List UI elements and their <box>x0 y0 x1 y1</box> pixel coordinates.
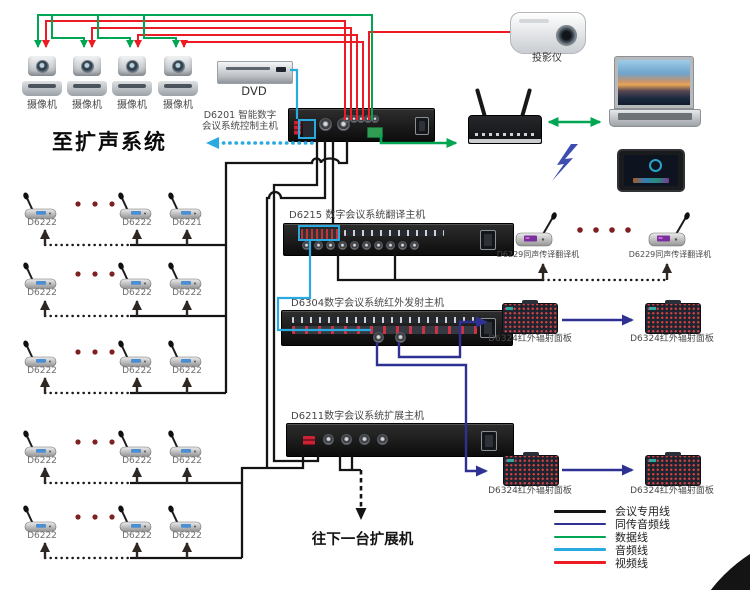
video-line-projector <box>368 31 510 120</box>
camera-label: 摄像机 <box>27 100 57 111</box>
ir-panel-bottom-right <box>645 452 701 486</box>
legend-swatch <box>554 510 606 513</box>
d6215-to-translators <box>336 253 543 282</box>
wireless-router <box>466 88 542 148</box>
d6211-label: D6211数字会议系统扩展主机 <box>291 411 425 422</box>
ir-panel-top-left <box>502 300 558 334</box>
ir-panel-label: D6324红外辐射面板 <box>488 334 572 344</box>
laptop-wallpaper <box>618 60 690 105</box>
legend-item: 音频线 <box>554 543 670 557</box>
ir-receiver-grid <box>668 380 750 590</box>
ir-panel-bottom-left <box>503 452 559 486</box>
mic-label: D6222 <box>122 366 152 376</box>
mic-label: D6222 <box>122 531 152 541</box>
legend-swatch <box>554 561 606 564</box>
d6229-label: D6229同声传译翻译机 <box>496 250 580 259</box>
legend-swatch <box>554 535 606 539</box>
audio-lines <box>206 68 371 332</box>
dvd-player <box>217 61 293 84</box>
projector <box>510 12 586 54</box>
video-lines <box>42 20 510 120</box>
mic-label: D6222 <box>172 456 202 466</box>
wireless-bolt-icon <box>552 144 578 181</box>
translator-unit <box>515 210 559 247</box>
d6229-label: D6229同声传译翻译机 <box>628 250 712 259</box>
rack-d6211-extension <box>286 423 514 457</box>
mic-label: D6222 <box>172 531 202 541</box>
camera-label: 摄像机 <box>72 100 102 111</box>
mic-label: D6222 <box>27 366 57 376</box>
interp-audio-lines <box>375 314 634 477</box>
dvd-label: DVD <box>241 84 267 98</box>
mic-label: D6222 <box>27 531 57 541</box>
legend-item: 同传音频线 <box>554 518 670 531</box>
legend-swatch <box>554 548 606 552</box>
laptop <box>609 56 701 128</box>
d6304-label: D6304数字会议系统红外发射主机 <box>291 298 445 309</box>
mic-label: D6222 <box>122 288 152 298</box>
camera-2 <box>67 56 107 100</box>
legend-item: 会议专用线 <box>554 505 670 518</box>
ellipsis-dots <box>75 201 631 520</box>
chain-second <box>265 140 327 468</box>
data-lines <box>34 14 602 148</box>
d6215-label: D6215 数字会议系统翻译主机 <box>289 210 426 221</box>
mic-units <box>22 190 692 533</box>
controller-label: D6201 智能数字 会议系统控制主机 <box>201 110 278 132</box>
mic-arrows <box>40 229 672 558</box>
rack-d6201-controller <box>288 108 435 142</box>
data-line-router <box>379 134 458 148</box>
projector-label: 投影仪 <box>532 53 562 64</box>
ir-panel-label: D6324红外辐射面板 <box>630 486 714 496</box>
audio-line-dvd <box>290 68 299 119</box>
legend-item: 视频线 <box>554 556 670 570</box>
camera-4 <box>158 56 198 100</box>
audio-line-d6215-d6304 <box>276 240 371 332</box>
next-extension-label: 往下一台扩展机 <box>311 532 414 548</box>
tablet <box>617 149 685 192</box>
camera-3 <box>112 56 152 100</box>
rack-d6304-ir-transmitter <box>281 310 513 346</box>
ir-panel-label: D6324红外辐射面板 <box>488 486 572 496</box>
mic-label: D6222 <box>172 288 202 298</box>
mic-label: D6222 <box>122 218 152 228</box>
translator-unit <box>648 210 692 247</box>
mic-label: D6222 <box>172 366 202 376</box>
mic-label: D6222 <box>27 218 57 228</box>
legend-swatch <box>554 522 606 526</box>
mic-label: D6222 <box>27 288 57 298</box>
audio-highlight-d6215 <box>298 225 340 241</box>
camera-base <box>22 81 62 96</box>
ir-panel-label: D6324红外辐射面板 <box>630 334 714 344</box>
chain-to-d6211 <box>272 140 320 463</box>
camera-label: 摄像机 <box>117 100 147 111</box>
legend-item: 数据线 <box>554 531 670 544</box>
conference-lines-dotted <box>43 243 669 560</box>
audio-highlight-d6201 <box>298 119 316 139</box>
bus-mic-rows-1-3 <box>224 140 349 393</box>
ir-panel-top-right <box>645 300 701 334</box>
mic-label: D6222 <box>27 456 57 466</box>
camera-1 <box>22 56 62 100</box>
bus-mic-rows-4-5 <box>240 455 305 558</box>
camera-label: 摄像机 <box>163 100 193 111</box>
mic-label: D6221 <box>172 218 202 228</box>
mic-label: D6222 <box>122 456 152 466</box>
to-pa-system-label: 至扩声系统 <box>52 130 167 154</box>
camera-head <box>28 56 56 76</box>
legend: 会议专用线 同传音频线 数据线 音频线 视频线 <box>554 505 670 570</box>
